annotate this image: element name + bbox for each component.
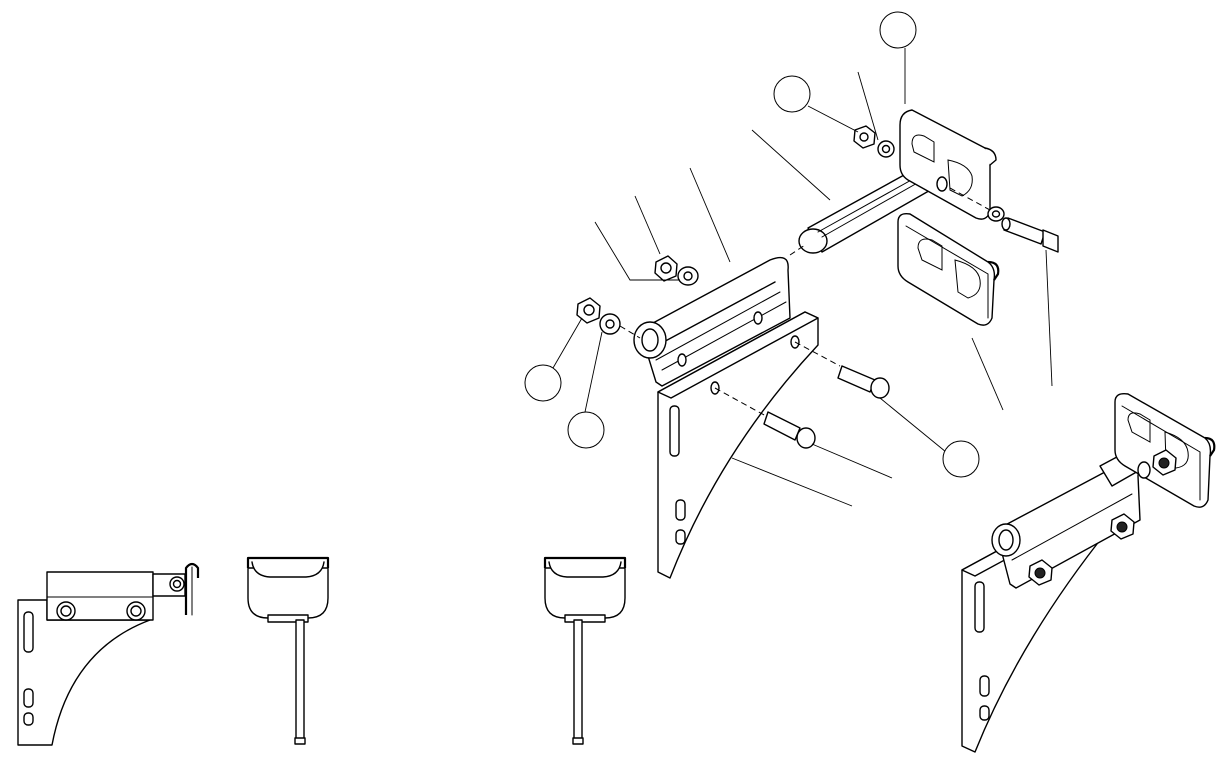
leg-bracket [657, 311, 819, 579]
balloon-4 [567, 411, 605, 449]
assembled-view [961, 392, 1216, 753]
hex-nut-1 [853, 125, 876, 149]
balloon-3 [524, 364, 562, 402]
carriage-pin-2 [763, 411, 816, 449]
hinge-knuckle [633, 256, 791, 387]
washer-1-hole [991, 210, 1001, 218]
leader-lines [552, 48, 1053, 507]
wall-plate-upper [899, 109, 997, 220]
washer-2-hole [881, 144, 891, 154]
balloon-1 [879, 11, 917, 49]
wall-plate-lower [897, 212, 1000, 326]
side-view [17, 562, 200, 746]
assembled-nut-2 [1110, 513, 1135, 540]
balloon-2 [773, 75, 811, 113]
exploded-view [524, 11, 1059, 579]
hex-nut-3 [576, 297, 601, 324]
assembled-nut-1 [1028, 559, 1053, 586]
hex-nut-2 [654, 255, 678, 282]
assembled-nut-3 [1152, 449, 1177, 476]
bolt [1001, 217, 1059, 253]
washer-3-hole [683, 271, 693, 281]
balloon-5 [942, 440, 980, 478]
front-view-2 [543, 556, 627, 745]
washer-4-hole [605, 319, 615, 329]
front-view-1 [246, 556, 330, 745]
carriage-pin-1 [837, 365, 890, 399]
